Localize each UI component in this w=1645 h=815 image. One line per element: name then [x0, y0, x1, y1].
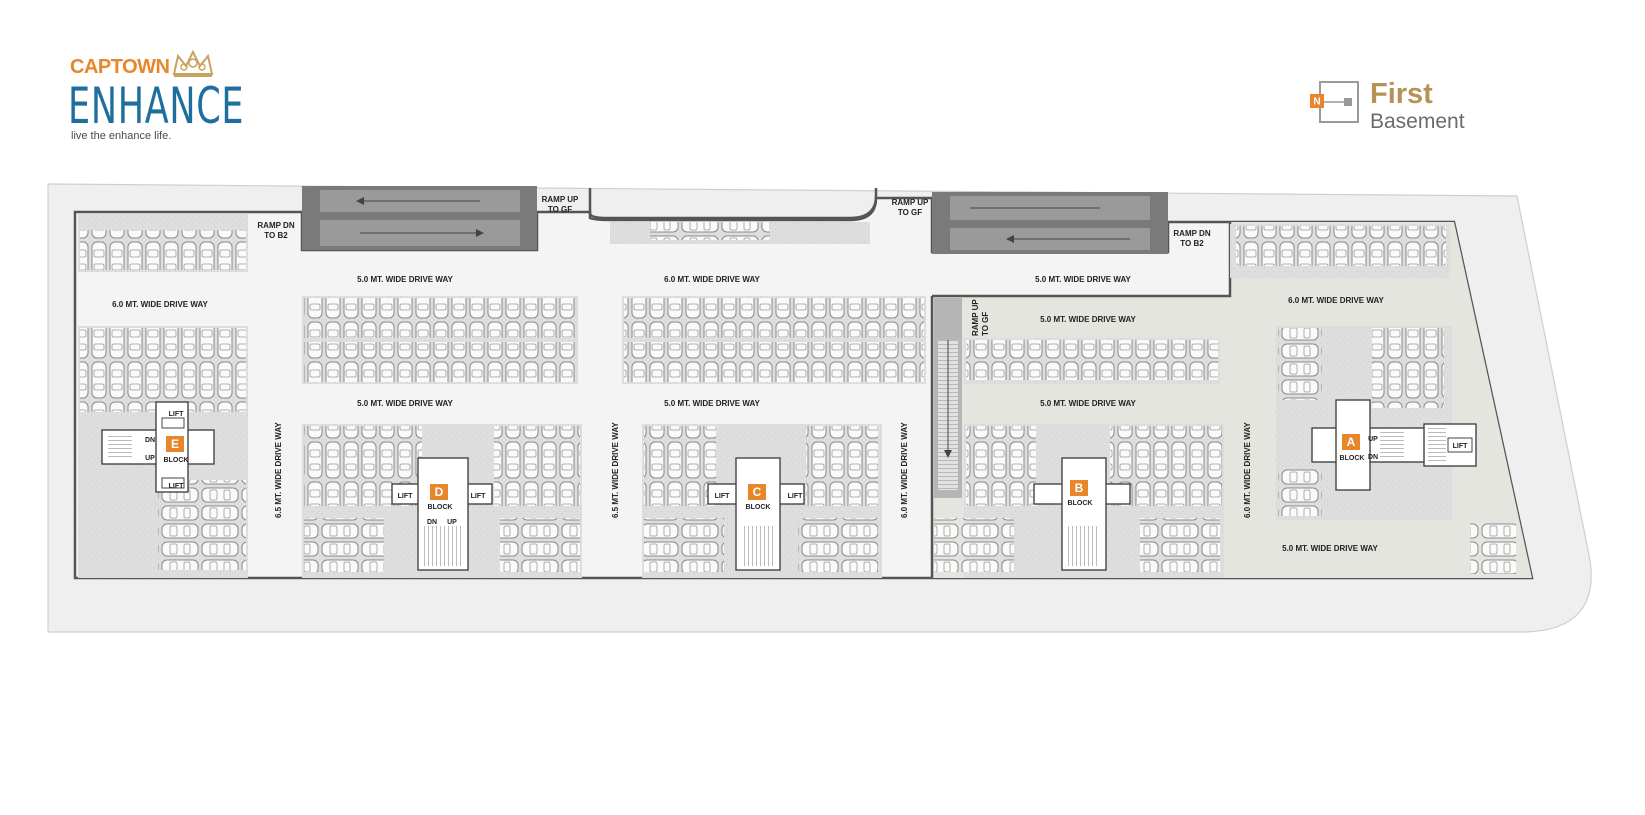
north-compass-icon: N: [1310, 81, 1359, 123]
block-letter-c: C: [753, 485, 762, 499]
label-drive-6-vertical: 6.0 MT. WIDE DRIVE WAY: [1243, 422, 1252, 518]
block-letter-a: A: [1347, 435, 1356, 449]
svg-text:BLOCK: BLOCK: [1340, 455, 1365, 462]
svg-text:BLOCK: BLOCK: [1068, 500, 1093, 507]
svg-text:TO GF: TO GF: [548, 205, 572, 214]
label-drive-6-vertical: 6.0 MT. WIDE DRIVE WAY: [900, 422, 909, 518]
level-title: N First Basement: [1310, 78, 1490, 133]
label-drive-5: 5.0 MT. WIDE DRIVE WAY: [1040, 399, 1136, 408]
compass-letter: N: [1313, 97, 1320, 108]
svg-text:TO B2: TO B2: [1180, 239, 1204, 248]
brand-logo: CAPTOWN ENHANCE live the enhance life.: [68, 48, 243, 143]
svg-text:UP: UP: [447, 519, 457, 526]
plan-labels: RAMP DN TO B2 RAMP UP TO GF RAMP UP TO G…: [112, 195, 1468, 553]
brand-tagline: live the enhance life.: [71, 130, 172, 142]
block-cores: [101, 399, 1477, 571]
svg-text:DN: DN: [1368, 454, 1378, 461]
brand-captown: CAPTOWN: [70, 56, 170, 78]
block-letter-e: E: [171, 437, 179, 451]
brand-enhance: ENHANCE: [68, 77, 245, 135]
label-ramp-up-gf: RAMP UP: [542, 195, 579, 204]
svg-text:LIFT: LIFT: [398, 493, 413, 500]
svg-text:BLOCK: BLOCK: [164, 457, 189, 464]
svg-text:TO B2: TO B2: [264, 231, 288, 240]
label-ramp-up-gf-2: RAMP UP: [892, 198, 929, 207]
label-drive-6: 6.0 MT. WIDE DRIVE WAY: [664, 275, 760, 284]
label-drive-6: 6.0 MT. WIDE DRIVE WAY: [1288, 296, 1384, 305]
block-letter-d: D: [435, 485, 444, 499]
label-ramp-dn-b2-2: RAMP DN: [1173, 229, 1210, 238]
label-ramp-dn-b2: RAMP DN: [257, 221, 294, 230]
level-basement: Basement: [1370, 110, 1465, 133]
label-drive-5: 5.0 MT. WIDE DRIVE WAY: [1282, 544, 1378, 553]
svg-text:LIFT: LIFT: [471, 493, 486, 500]
label-drive-5: 5.0 MT. WIDE DRIVE WAY: [357, 275, 453, 284]
svg-text:LIFT: LIFT: [169, 483, 184, 490]
block-letter-b: B: [1075, 481, 1084, 495]
svg-text:DN: DN: [427, 519, 437, 526]
label-drive-5: 5.0 MT. WIDE DRIVE WAY: [1040, 315, 1136, 324]
ramp-right: [932, 192, 1168, 254]
svg-text:DN: DN: [145, 437, 155, 444]
label-drive-65: 6.5 MT. WIDE DRIVE WAY: [611, 422, 620, 518]
parking-zones: [78, 214, 1516, 578]
level-first: First: [1370, 78, 1433, 110]
label-drive-5: 5.0 MT. WIDE DRIVE WAY: [1035, 275, 1131, 284]
svg-text:LIFT: LIFT: [788, 493, 803, 500]
svg-text:BLOCK: BLOCK: [746, 504, 771, 511]
svg-text:UP: UP: [145, 455, 155, 462]
svg-text:LIFT: LIFT: [1453, 443, 1468, 450]
label-drive-65-left: 6.5 MT. WIDE DRIVE WAY: [274, 422, 283, 518]
label-drive-5: 5.0 MT. WIDE DRIVE WAY: [357, 399, 453, 408]
svg-text:BLOCK: BLOCK: [428, 504, 453, 511]
svg-text:UP: UP: [1368, 436, 1378, 443]
label-drive-6-left: 6.0 MT. WIDE DRIVE WAY: [112, 300, 208, 309]
ramp-vertical: [934, 298, 962, 498]
label-drive-5: 5.0 MT. WIDE DRIVE WAY: [664, 399, 760, 408]
svg-text:TO GF: TO GF: [898, 208, 922, 217]
svg-text:LIFT: LIFT: [715, 493, 730, 500]
label-ramp-up-gf-vertical: RAMP UP: [971, 299, 980, 336]
svg-text:TO GF: TO GF: [981, 312, 990, 336]
crown-icon: [172, 49, 214, 77]
svg-text:LIFT: LIFT: [169, 411, 184, 418]
ramp-left: [302, 186, 537, 250]
